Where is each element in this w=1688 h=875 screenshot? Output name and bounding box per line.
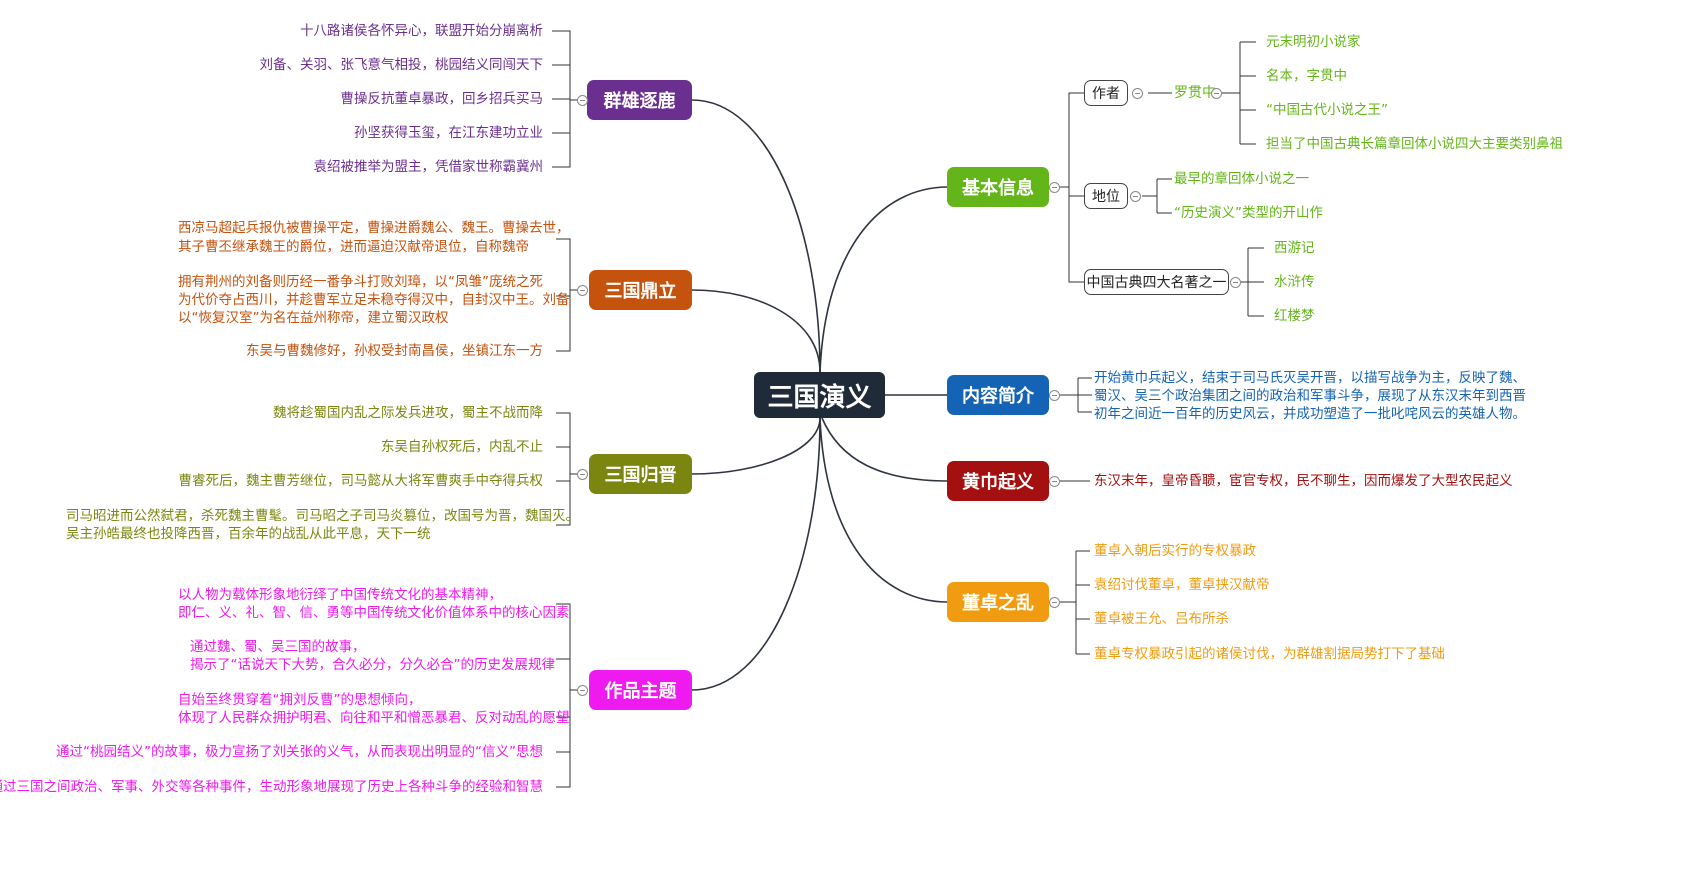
dongzhuo-item-4: 董卓专权暴政引起的诸侯讨伐，为群雄割据局势打下了基础 xyxy=(1094,646,1445,662)
neirong-line-2: 蜀汉、吴三个政治集团之间的政治和军事斗争，展现了从东汉末年到西晋 xyxy=(1094,388,1526,404)
dongzhuo-item-1: 董卓入朝后实行的专权暴政 xyxy=(1094,543,1256,559)
collapse-toggle-dingli[interactable] xyxy=(577,285,588,296)
root-node[interactable]: 三国演义 xyxy=(754,372,885,418)
zhuti-item-2-line-1: 通过魏、蜀、吴三国的故事， xyxy=(190,639,366,655)
qunxiong-item-4: 孙坚获得玉玺，在江东建功立业 xyxy=(354,125,543,141)
author-detail-4: 担当了中国古典长篇章回体小说四大主要类别鼻祖 xyxy=(1266,136,1563,152)
collapse-toggle-zhuti[interactable] xyxy=(577,685,588,696)
zhuti-item-4: 通过“桃园结义”的故事，极力宣扬了刘关张的义气，从而表现出明显的“信义”思想 xyxy=(56,744,543,760)
qunxiong-item-1: 十八路诸侯各怀异心，联盟开始分崩离析 xyxy=(300,23,543,39)
guijin-item-1: 魏将趁蜀国内乱之际发兵进攻，蜀主不战而降 xyxy=(273,405,543,421)
link-root-jiben xyxy=(819,186,949,373)
qunxiong-item-5: 袁绍被推举为盟主，凭借家世称霸冀州 xyxy=(313,159,544,175)
collapse-toggle-guijin[interactable] xyxy=(577,469,588,480)
dingli-item-3: 东吴与曹魏修好，孙权受封南昌侯，坐镇江东一方 xyxy=(246,343,543,359)
collapse-toggle-huangjin[interactable] xyxy=(1049,476,1060,487)
classics-box[interactable]: 中国古典四大名著之一 xyxy=(1084,269,1229,295)
link-root-guijin xyxy=(691,417,821,475)
link-root-dongzhuo xyxy=(819,417,949,603)
topic-zhuti[interactable]: 作品主题 xyxy=(589,670,692,710)
collapse-toggle-neirong[interactable] xyxy=(1049,390,1060,401)
dongzhuo-item-3: 董卓被王允、吕布所杀 xyxy=(1094,611,1229,627)
classics-item-2: 水浒传 xyxy=(1274,274,1315,290)
guijin-item-4-line-1: 司马昭进而公然弑君，杀死魏主曹髦。司马昭之子司马炎篡位，改国号为晋，魏国灭。 xyxy=(66,508,579,524)
collapse-toggle-status[interactable] xyxy=(1130,191,1141,202)
collapse-toggle-jiben[interactable] xyxy=(1049,182,1060,193)
huangjin-line: 东汉末年，皇帝昏聩，宦官专权，民不聊生，因而爆发了大型农民起义 xyxy=(1094,473,1513,489)
topic-guijin[interactable]: 三国归晋 xyxy=(589,454,692,494)
author-name: 罗贯中 xyxy=(1174,85,1216,101)
guijin-item-3: 曹睿死后，魏主曹芳继位，司马懿从大将军曹爽手中夺得兵权 xyxy=(178,473,544,489)
collapse-toggle-author-name[interactable] xyxy=(1211,88,1222,99)
classics-item-3: 红楼梦 xyxy=(1274,308,1315,324)
classics-item-1: 西游记 xyxy=(1274,240,1315,256)
dingli-item-1-line-1: 西凉马超起兵报仇被曹操平定，曹操进爵魏公、魏王。曹操去世， xyxy=(178,220,570,236)
guijin-item-2: 东吴自孙权死后，内乱不止 xyxy=(381,439,543,455)
author-detail-1: 元末明初小说家 xyxy=(1266,34,1361,50)
link-root-qunxiong xyxy=(691,99,821,373)
author-detail-2: 名本，字贯中 xyxy=(1266,68,1347,84)
dingli-item-2-line-2: 为代价夺占西川，并趁曹军立足未稳夺得汉中，自封汉中王。刘备 xyxy=(178,292,570,308)
collapse-toggle-qunxiong[interactable] xyxy=(577,95,588,106)
dingli-item-2-line-1: 拥有荆州的刘备则历经一番争斗打败刘璋，以“凤雏”庞统之死 xyxy=(178,274,543,290)
topic-jiben[interactable]: 基本信息 xyxy=(947,167,1049,207)
qunxiong-item-3: 曹操反抗董卓暴政，回乡招兵买马 xyxy=(340,91,544,107)
dingli-item-1-line-2: 其子曹丕继承魏王的爵位，进而逼迫汉献帝退位，自称魏帝 xyxy=(178,239,529,255)
zhuti-item-3-line-2: 体现了人民群众拥护明君、向往和平和憎恶暴君、反对动乱的愿望 xyxy=(178,710,570,726)
status-item-2: “历史演义”类型的开山作 xyxy=(1174,205,1323,221)
qunxiong-item-2: 刘备、关羽、张飞意气相投，桃园结义同闯天下 xyxy=(259,57,544,73)
topic-neirong[interactable]: 内容简介 xyxy=(947,375,1049,415)
neirong-line-3: 初年之间近一百年的历史风云，并成功塑造了一批叱咤风云的英雄人物。 xyxy=(1094,406,1526,422)
dingli-item-2-line-3: 以“恢复汉室”为名在益州称帝，建立蜀汉政权 xyxy=(178,310,449,326)
collapse-toggle-dongzhuo[interactable] xyxy=(1049,597,1060,608)
link-root-dingli xyxy=(691,289,821,373)
zhuti-item-1-line-2: 即仁、义、礼、智、信、勇等中国传统文化价值体系中的核心因素 xyxy=(178,605,570,621)
zhuti-item-2-line-2: 揭示了“话说天下大势，合久必分，分久必合”的历史发展规律 xyxy=(190,657,555,673)
link-root-zhuti xyxy=(691,417,821,691)
author-box[interactable]: 作者 xyxy=(1084,80,1128,106)
topic-dongzhuo[interactable]: 董卓之乱 xyxy=(947,582,1049,622)
topic-huangjin[interactable]: 黄巾起义 xyxy=(947,461,1049,501)
zhuti-item-1-line-1: 以人物为载体形象地衍绎了中国传统文化的基本精神， xyxy=(178,587,502,603)
topic-dingli[interactable]: 三国鼎立 xyxy=(589,270,692,310)
zhuti-item-5: 通过三国之间政治、军事、外交等各种事件，生动形象地展现了历史上各种斗争的经验和智… xyxy=(0,779,543,795)
dongzhuo-item-2: 袁绍讨伐董卓，董卓挟汉献帝 xyxy=(1094,577,1270,593)
status-item-1: 最早的章回体小说之一 xyxy=(1174,171,1309,187)
collapse-toggle-classics[interactable] xyxy=(1230,277,1241,288)
neirong-line-1: 开始黄巾兵起义，结束于司马氏灭吴开晋，以描写战争为主，反映了魏、 xyxy=(1094,370,1526,386)
link-root-huangjin xyxy=(821,417,949,482)
topic-qunxiong[interactable]: 群雄逐鹿 xyxy=(587,80,692,120)
guijin-item-4-line-2: 吴主孙皓最终也投降西晋，百余年的战乱从此平息，天下一统 xyxy=(66,526,431,542)
author-detail-3: “中国古代小说之王” xyxy=(1266,102,1388,118)
collapse-toggle-author[interactable] xyxy=(1132,88,1143,99)
status-box[interactable]: 地位 xyxy=(1084,183,1128,209)
zhuti-item-3-line-1: 自始至终贯穿着“拥刘反曹”的思想倾向， xyxy=(178,692,422,708)
